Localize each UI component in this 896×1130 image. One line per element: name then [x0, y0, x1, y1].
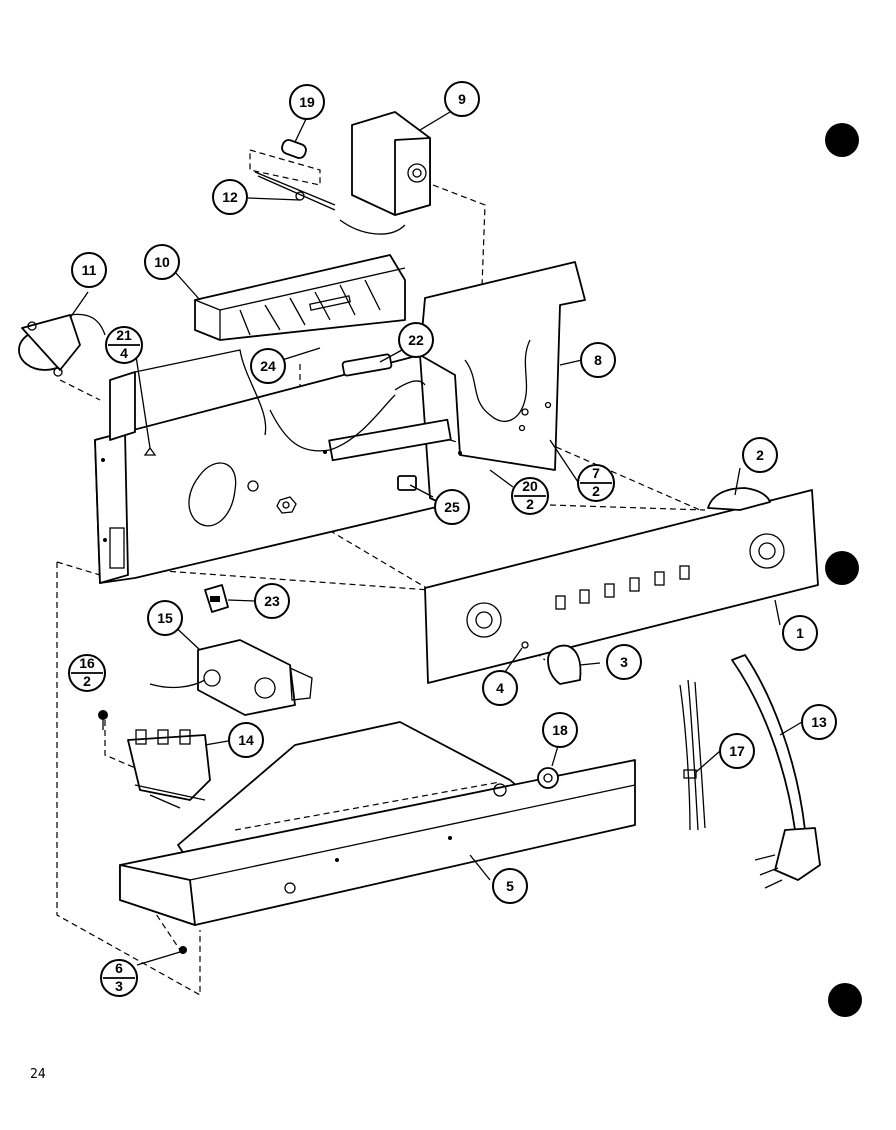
svg-text:3: 3	[620, 654, 628, 670]
svg-text:2: 2	[83, 673, 91, 689]
callout-7-2: 7 2	[577, 464, 615, 502]
callout-25: 25	[434, 489, 470, 525]
svg-text:19: 19	[299, 94, 315, 110]
svg-text:4: 4	[496, 680, 504, 696]
svg-text:17: 17	[729, 743, 745, 759]
callout-5: 5	[492, 868, 528, 904]
svg-text:25: 25	[444, 499, 460, 515]
part-23-switch	[204, 584, 229, 613]
front-control-panel	[424, 489, 819, 684]
svg-text:6: 6	[115, 960, 123, 976]
callout-1: 1	[782, 615, 818, 651]
svg-text:13: 13	[811, 714, 827, 730]
callout-21-4: 21 4	[105, 326, 143, 364]
page-number: 24	[30, 1067, 46, 1082]
part-15-valve	[149, 639, 313, 716]
part-10-terminal-block	[194, 254, 406, 341]
svg-text:3: 3	[115, 978, 123, 994]
part-19-sensor	[249, 139, 336, 211]
part-11-motor	[18, 313, 106, 377]
svg-text:22: 22	[408, 332, 424, 348]
part-18-bushing	[537, 767, 559, 789]
callout-13: 13	[801, 704, 837, 740]
control-housing	[94, 349, 462, 584]
callout-20-2: 20 2	[511, 477, 549, 515]
part-25-connector	[397, 475, 417, 491]
callout-4: 4	[482, 670, 518, 706]
svg-text:1: 1	[796, 625, 804, 641]
part-17-wire-harness	[679, 679, 706, 831]
svg-text:2: 2	[526, 496, 534, 512]
callout-6-3: 6 3	[100, 959, 138, 997]
svg-text:11: 11	[82, 262, 97, 278]
callout-11: 11	[71, 252, 107, 288]
part-4-screw	[521, 641, 529, 649]
part-22-connector	[269, 353, 426, 452]
part-13-power-cord	[731, 654, 821, 889]
part-9-timer	[339, 111, 431, 235]
svg-text:12: 12	[222, 189, 238, 205]
svg-text:8: 8	[594, 352, 602, 368]
callout-9: 9	[444, 81, 480, 117]
control-back-panel	[419, 261, 586, 471]
svg-text:10: 10	[154, 254, 170, 270]
svg-text:18: 18	[552, 722, 568, 738]
callout-15: 15	[147, 600, 183, 636]
callout-10: 10	[144, 244, 180, 280]
callout-3: 3	[606, 644, 642, 680]
svg-text:4: 4	[120, 345, 128, 361]
binder-hole-top	[825, 123, 859, 157]
callout-16-2: 16 2	[68, 654, 106, 692]
callout-22: 22	[398, 322, 434, 358]
callout-14: 14	[228, 722, 264, 758]
part-3-knob	[547, 644, 582, 685]
binder-hole-middle	[825, 551, 859, 585]
svg-text:24: 24	[260, 358, 276, 374]
binder-hole-bottom	[828, 983, 862, 1017]
svg-text:20: 20	[522, 478, 538, 494]
leader-lines	[69, 111, 803, 966]
callout-23: 23	[254, 583, 290, 619]
svg-text:7: 7	[592, 465, 600, 481]
svg-text:2: 2	[756, 447, 764, 463]
callout-8: 8	[580, 342, 616, 378]
part-16-screw	[98, 710, 108, 730]
part-5-mounting-bracket	[119, 721, 636, 926]
callout-17: 17	[719, 733, 755, 769]
callout-12: 12	[212, 179, 248, 215]
callout-2: 2	[742, 437, 778, 473]
svg-text:16: 16	[79, 655, 95, 671]
svg-text:23: 23	[264, 593, 280, 609]
svg-text:9: 9	[458, 91, 466, 107]
part-6-screw	[179, 946, 187, 954]
part-14-relay	[127, 729, 211, 809]
callout-19: 19	[289, 84, 325, 120]
svg-text:21: 21	[116, 327, 132, 343]
svg-text:5: 5	[506, 878, 514, 894]
part-2-bracket	[707, 487, 771, 511]
svg-text:14: 14	[238, 732, 254, 748]
svg-text:2: 2	[592, 483, 600, 499]
callout-24: 24	[250, 348, 286, 384]
svg-text:15: 15	[157, 610, 173, 626]
callout-18: 18	[542, 712, 578, 748]
